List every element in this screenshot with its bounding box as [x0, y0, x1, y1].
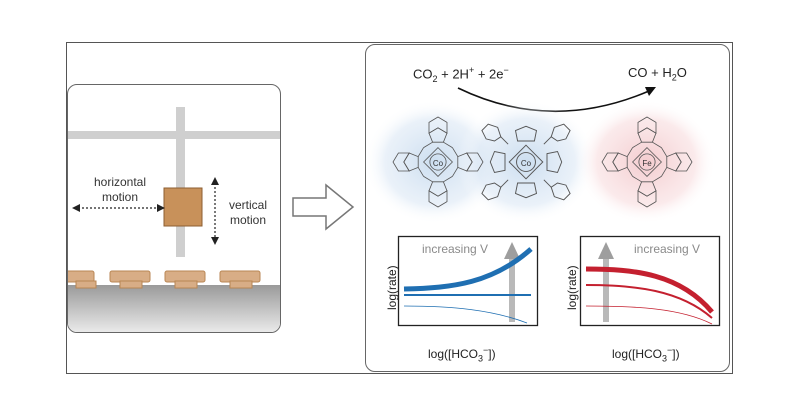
metal-label: Co: [521, 159, 532, 168]
x-axis-label: log([HCO3−]): [612, 345, 680, 364]
series-low: [403, 305, 528, 324]
series-high: [585, 266, 714, 314]
increasing-v-arrow: [504, 242, 520, 322]
series-low: [585, 305, 713, 325]
gantry-panel: horizontal motion vertical motion: [67, 84, 281, 333]
print-head-block: [163, 187, 203, 227]
horizontal-motion-label: horizontal motion: [93, 175, 147, 204]
figure-frame: [66, 42, 733, 374]
gantry-drawing: [68, 107, 280, 332]
horizontal-rail: [68, 131, 280, 139]
plot-blue: [397, 235, 539, 327]
catalyst-molecules: Co Co Fe: [364, 100, 716, 224]
y-axis-label: log(rate): [565, 265, 579, 310]
horizontal-motion-arrow: [72, 204, 165, 212]
metal-label: Fe: [642, 159, 652, 168]
vertical-motion-label: vertical motion: [228, 198, 267, 227]
transition-arrow-icon: [292, 183, 355, 231]
increasing-v-label: increasing V: [422, 242, 489, 256]
series-mid: [585, 284, 713, 319]
increasing-v-label: increasing V: [634, 242, 701, 256]
x-axis-label: log([HCO3−]): [428, 345, 496, 364]
y-axis-label: log(rate): [385, 265, 399, 310]
metal-label: Co: [433, 159, 444, 168]
vertical-motion-arrow: [211, 177, 219, 245]
series-high: [403, 247, 533, 292]
sample-pads: [68, 270, 261, 289]
reaction-products: CO + H2O: [628, 65, 687, 83]
catalyst-panel: CO2 + 2H+ + 2e− CO + H2O: [364, 44, 730, 372]
conveyor-surface: [68, 285, 280, 332]
plot-red: [579, 235, 721, 327]
reaction-reactants: CO2 + 2H+ + 2e−: [413, 65, 509, 84]
vertical-rail: [176, 107, 185, 257]
increasing-v-arrow: [598, 242, 614, 322]
